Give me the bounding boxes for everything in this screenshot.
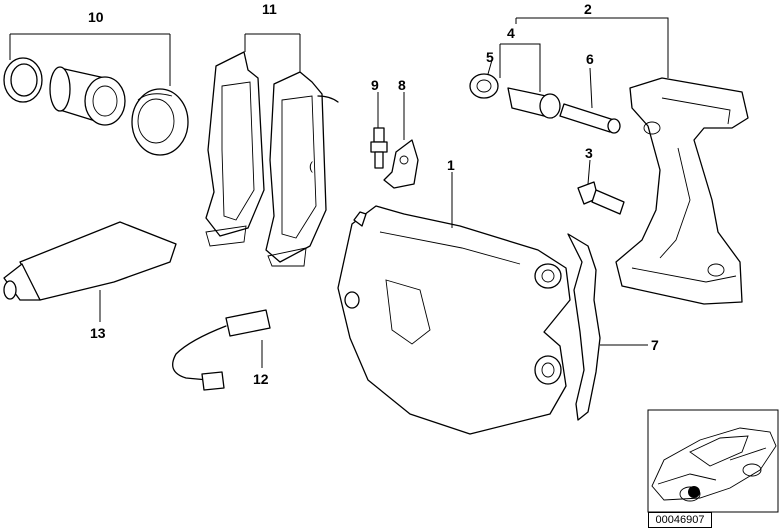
piston-seal-ring	[3, 57, 43, 103]
diagram-number: 00046907	[648, 512, 712, 528]
callout-8: 8	[398, 77, 406, 93]
caliper-carrier	[615, 77, 749, 305]
callout-11: 11	[262, 1, 277, 17]
carrier-bolt	[577, 181, 625, 215]
pad-wear-clip	[383, 139, 419, 189]
callout-9: 9	[371, 77, 379, 93]
callout-13: 13	[90, 325, 106, 341]
caliper-piston	[49, 66, 126, 126]
svg-text:(: (	[309, 159, 313, 173]
location-marker-icon	[688, 486, 700, 498]
callout-12: 12	[253, 371, 269, 387]
bleeder-screw	[370, 127, 388, 169]
callout-1: 1	[447, 157, 455, 173]
callout-3: 3	[585, 145, 593, 161]
wear-sensor	[172, 309, 271, 391]
callout-2: 2	[584, 1, 592, 17]
callout-4: 4	[507, 25, 515, 41]
guide-sleeve	[507, 87, 561, 119]
callout-7: 7	[651, 337, 659, 353]
grease-tube	[3, 221, 177, 301]
guide-pin	[559, 103, 621, 134]
callout-5: 5	[486, 49, 494, 65]
brake-pad-outer: (	[265, 71, 339, 267]
car-outline-icon	[651, 427, 777, 502]
callout-6: 6	[586, 51, 594, 67]
brake-pad-inner	[205, 51, 265, 247]
callout-10: 10	[88, 9, 104, 25]
leader-lines	[9, 17, 669, 368]
vehicle-location-inset	[647, 409, 779, 513]
caliper-housing	[337, 205, 571, 435]
dust-boot	[131, 88, 189, 156]
guide-bushing	[469, 73, 499, 99]
anti-rattle-spring	[567, 233, 601, 421]
